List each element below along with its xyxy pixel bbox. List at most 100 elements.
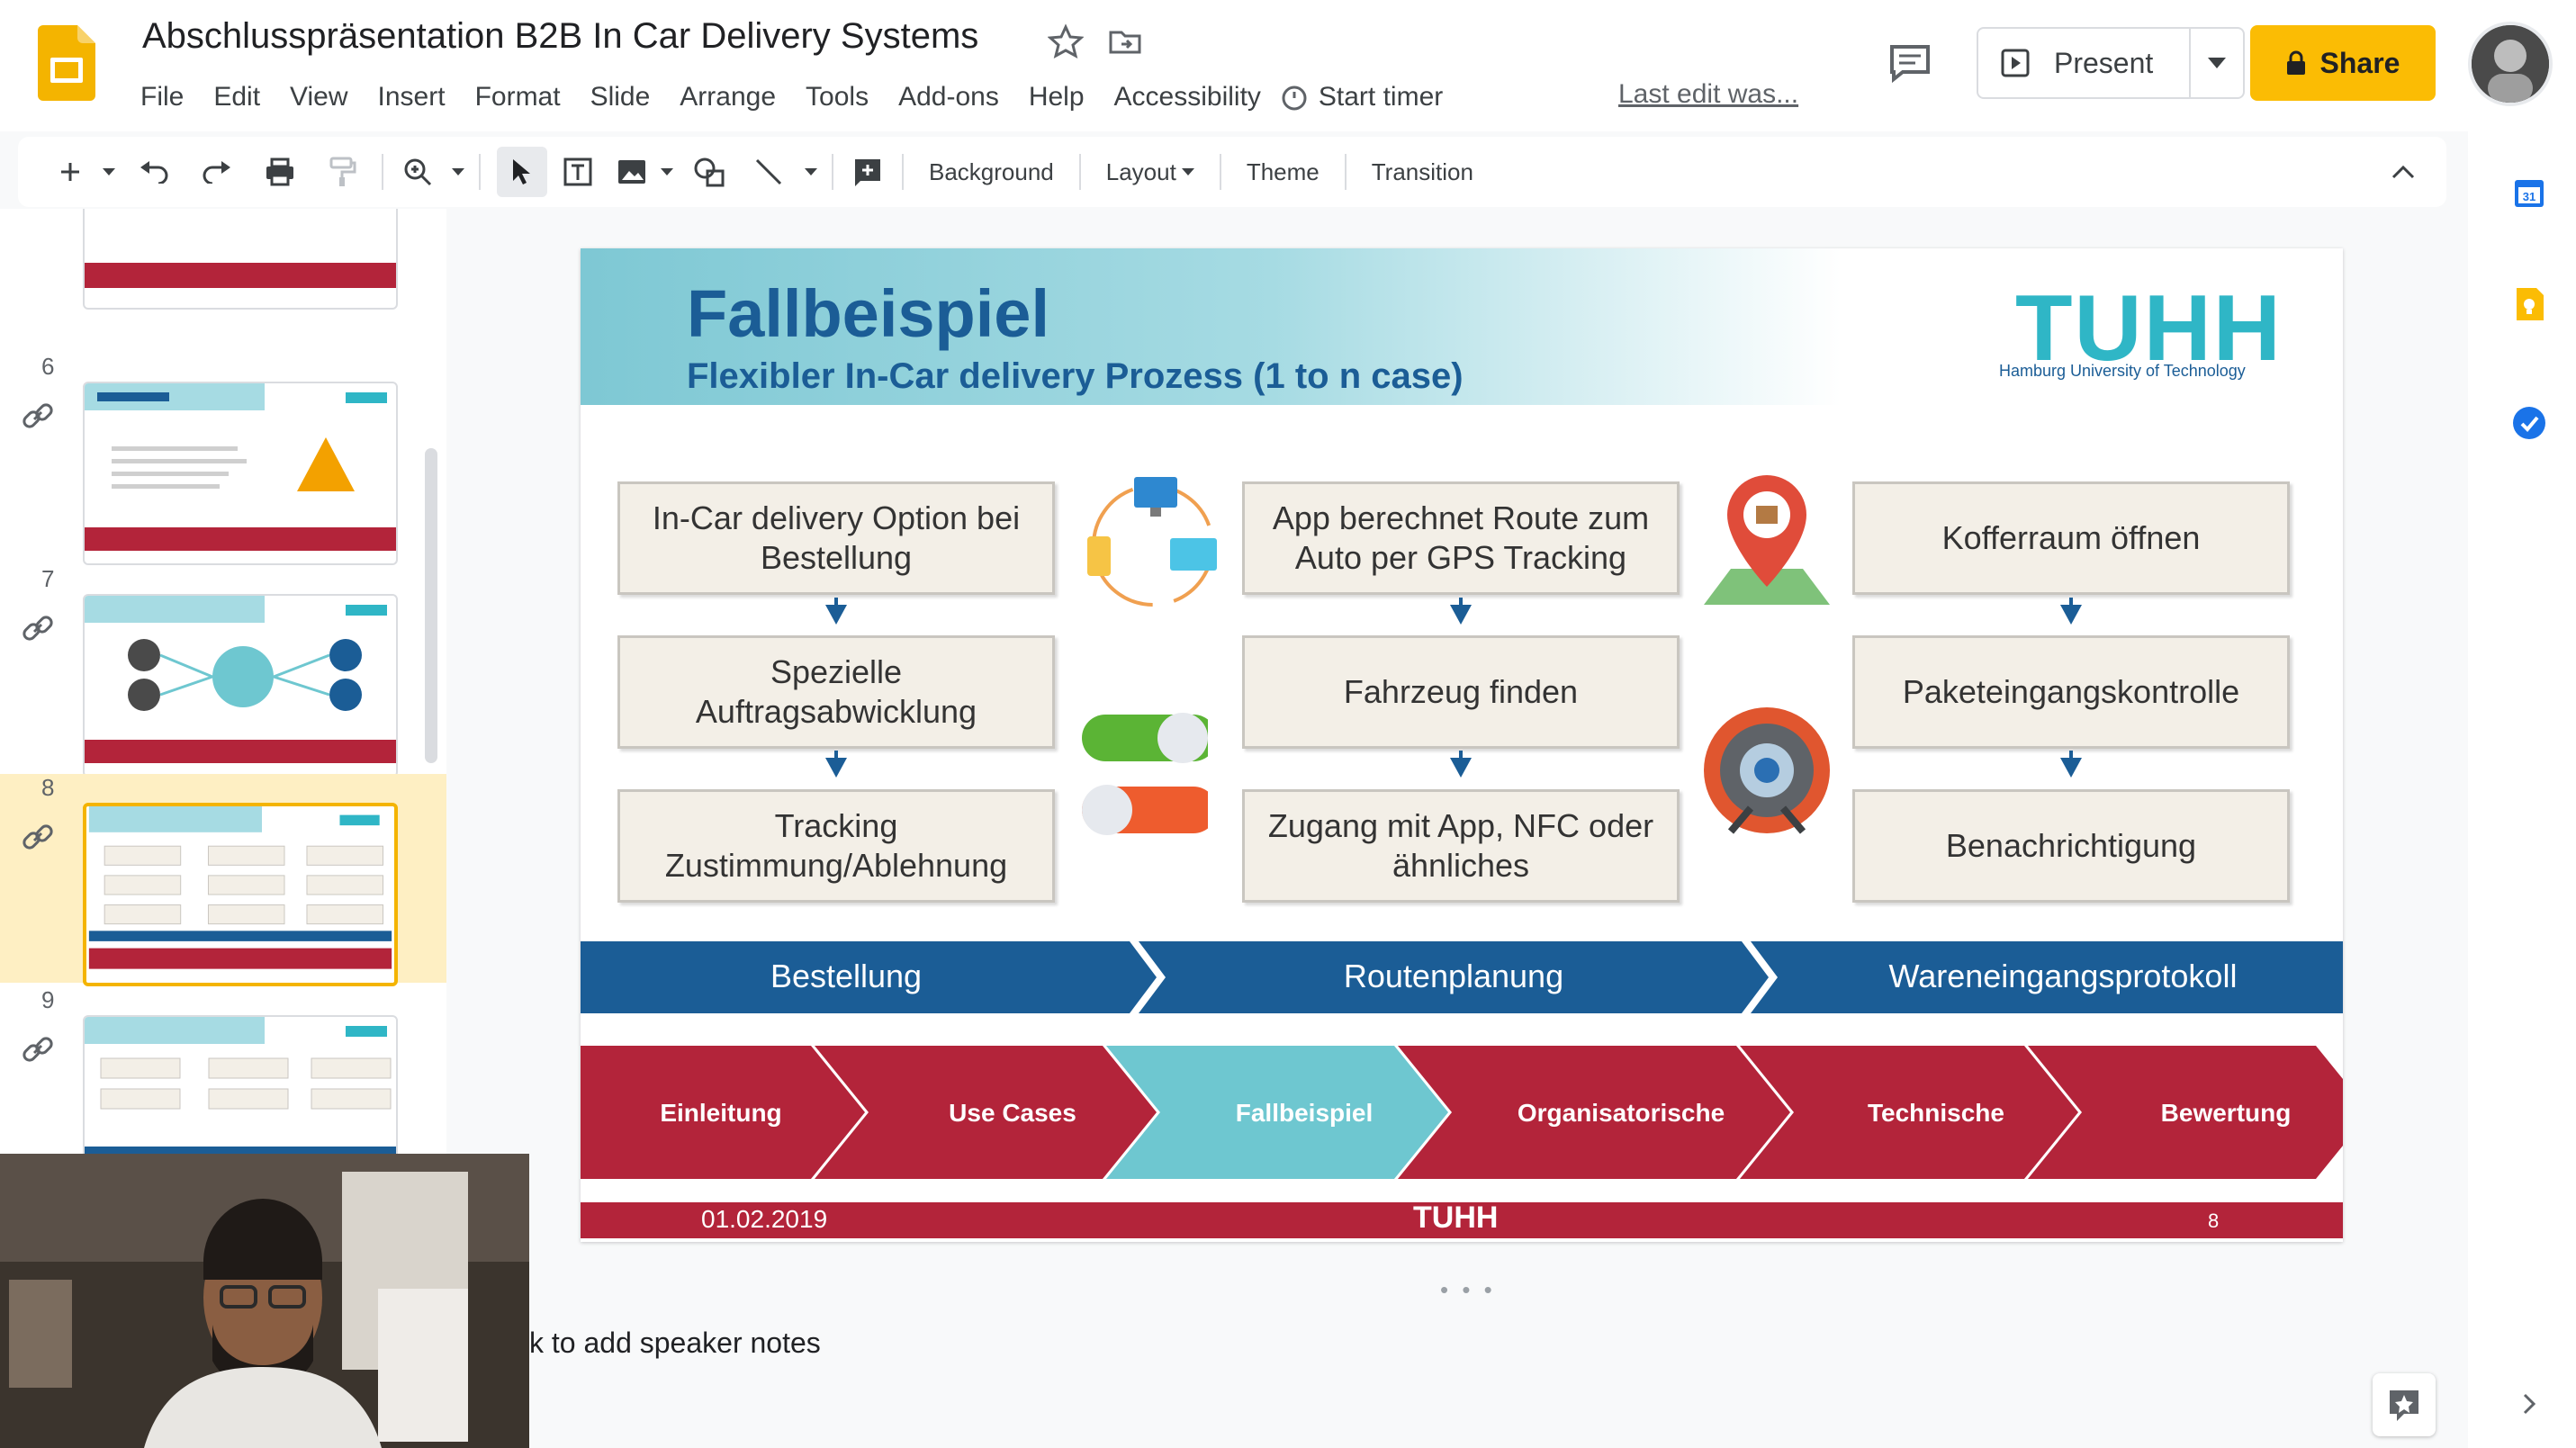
paint-format-button[interactable] — [311, 147, 374, 197]
slide-title[interactable]: Fallbeispiel — [687, 276, 1050, 351]
shape-icon — [694, 157, 725, 187]
filmstrip-slide-7[interactable]: 7 — [0, 565, 446, 778]
map-location-pin-icon — [1704, 475, 1830, 605]
process-box[interactable]: Paketeingangskontrolle — [1852, 635, 2290, 749]
thumbnail-preview — [88, 806, 392, 969]
start-timer-label: Start timer — [1318, 82, 1444, 112]
document-title[interactable]: Abschlusspräsentation B2B In Car Deliver… — [142, 16, 979, 56]
thumbnail-preview — [85, 1017, 396, 1154]
filmstrip-slide-8-selected[interactable]: 8 — [0, 774, 446, 986]
process-box[interactable]: Zugang mit App, NFC oder ähnliches — [1242, 789, 1680, 903]
slide-number: 6 — [41, 353, 55, 380]
keep-notes-icon[interactable] — [2511, 286, 2547, 322]
filmstrip-slide-6[interactable]: 6 — [0, 353, 446, 565]
background-button[interactable]: Background — [929, 157, 1054, 185]
collapse-toolbar-button[interactable] — [2376, 147, 2430, 197]
toolbar-divider — [479, 154, 481, 190]
filmstrip-slide-5[interactable] — [0, 209, 446, 317]
shape-button[interactable] — [679, 147, 740, 197]
select-tool-button[interactable] — [497, 147, 547, 197]
zoom-button[interactable] — [391, 147, 445, 197]
menu-slide[interactable]: Slide — [590, 82, 651, 112]
slide-thumbnail[interactable] — [83, 209, 398, 310]
transition-button[interactable]: Transition — [1371, 157, 1473, 185]
present-dropdown[interactable] — [2191, 58, 2243, 68]
phase-label: Wareneingangsprotokoll — [1889, 958, 2238, 994]
caret-down-icon — [661, 168, 673, 175]
share-button[interactable]: Share — [2250, 25, 2436, 101]
slide-thumbnail[interactable] — [83, 1015, 398, 1154]
zoom-dropdown[interactable] — [445, 147, 472, 197]
print-icon — [266, 157, 293, 186]
menu-accessibility[interactable]: Accessibility — [1113, 82, 1261, 112]
move-folder-icon[interactable] — [1107, 23, 1143, 59]
text-box-button[interactable] — [547, 147, 608, 197]
thumbnail-preview — [85, 596, 396, 763]
slide-thumbnail[interactable] — [83, 382, 398, 565]
svg-text:31: 31 — [2523, 190, 2535, 203]
undo-button[interactable] — [122, 147, 185, 197]
slide-subtitle[interactable]: Flexibler In-Car delivery Prozess (1 to … — [687, 356, 1464, 396]
new-slide-button[interactable] — [45, 147, 95, 197]
flow-arrow-head — [2060, 758, 2082, 778]
comment-history-icon[interactable] — [1883, 36, 1937, 90]
menu-arrange[interactable]: Arrange — [680, 82, 777, 112]
filmstrip-slide-9[interactable]: 9 — [0, 986, 446, 1154]
line-button[interactable] — [740, 147, 797, 197]
process-box[interactable]: In-Car delivery Option bei Bestellung — [617, 481, 1055, 595]
undo-icon — [140, 161, 168, 184]
process-box[interactable]: Spezielle Auftragsabwicklung — [617, 635, 1055, 749]
present-button[interactable]: Present — [1978, 29, 2191, 97]
explore-button[interactable] — [2373, 1373, 2436, 1436]
agenda-label: Bewertung — [2161, 1099, 2292, 1127]
security-camera-icon — [1704, 707, 1830, 834]
print-button[interactable] — [248, 147, 311, 197]
slide-thumbnail[interactable] — [83, 594, 398, 778]
new-slide-dropdown[interactable] — [95, 147, 122, 197]
layout-button[interactable]: Layout — [1088, 147, 1212, 197]
link-icon — [23, 616, 53, 641]
webcam-video-feed — [0, 1154, 529, 1448]
lock-icon — [2286, 50, 2305, 75]
menu-help[interactable]: Help — [1028, 82, 1085, 112]
toolbar-divider — [382, 154, 383, 190]
account-avatar[interactable] — [2468, 22, 2553, 106]
theme-button[interactable]: Theme — [1246, 157, 1320, 185]
redo-button[interactable] — [185, 147, 248, 197]
menu-edit[interactable]: Edit — [213, 82, 261, 112]
menu-format[interactable]: Format — [474, 82, 561, 112]
speaker-notes-field[interactable]: k to add speaker notes — [529, 1327, 821, 1359]
flow-arrow-head — [1450, 605, 1472, 625]
slide-number: 8 — [41, 774, 55, 801]
last-edit-link[interactable]: Last edit was... — [1618, 79, 1799, 109]
redo-icon — [203, 161, 230, 184]
insert-image-button[interactable] — [608, 147, 655, 197]
process-box[interactable]: Fahrzeug finden — [1242, 635, 1680, 749]
star-icon[interactable] — [1048, 23, 1084, 59]
add-comment-button[interactable] — [841, 147, 895, 197]
process-box[interactable]: Benachrichtigung — [1852, 789, 2290, 903]
tasks-icon[interactable] — [2511, 405, 2547, 441]
chevron-right-icon[interactable] — [2511, 1386, 2547, 1422]
menu-addons[interactable]: Add-ons — [898, 82, 999, 112]
process-box[interactable]: Kofferraum öffnen — [1852, 481, 2290, 595]
process-box[interactable]: Tracking Zustimmung/Ablehnung — [617, 789, 1055, 903]
agenda-chevron-fallbeispiel-active — [1106, 1046, 1448, 1179]
caret-down-icon — [2208, 58, 2226, 68]
menu-view[interactable]: View — [290, 82, 348, 112]
calendar-icon[interactable]: 31 — [2511, 175, 2547, 211]
notes-resize-handle[interactable]: • • • — [1440, 1276, 1496, 1303]
current-slide[interactable]: Fallbeispiel Flexibler In-Car delivery P… — [581, 248, 2343, 1242]
slides-logo-icon[interactable] — [38, 25, 95, 101]
image-dropdown[interactable] — [655, 147, 679, 197]
filmstrip-scrollbar[interactable] — [425, 448, 437, 763]
phase-label: Routenplanung — [1344, 958, 1563, 994]
start-timer-button[interactable]: Start timer — [1279, 82, 1443, 112]
menu-insert[interactable]: Insert — [377, 82, 446, 112]
menu-tools[interactable]: Tools — [806, 82, 869, 112]
flow-arrow — [1459, 598, 1463, 610]
slide-thumbnail[interactable] — [83, 803, 398, 986]
process-box[interactable]: App berechnet Route zum Auto per GPS Tra… — [1242, 481, 1680, 595]
menu-file[interactable]: File — [140, 82, 185, 112]
line-dropdown[interactable] — [797, 147, 824, 197]
